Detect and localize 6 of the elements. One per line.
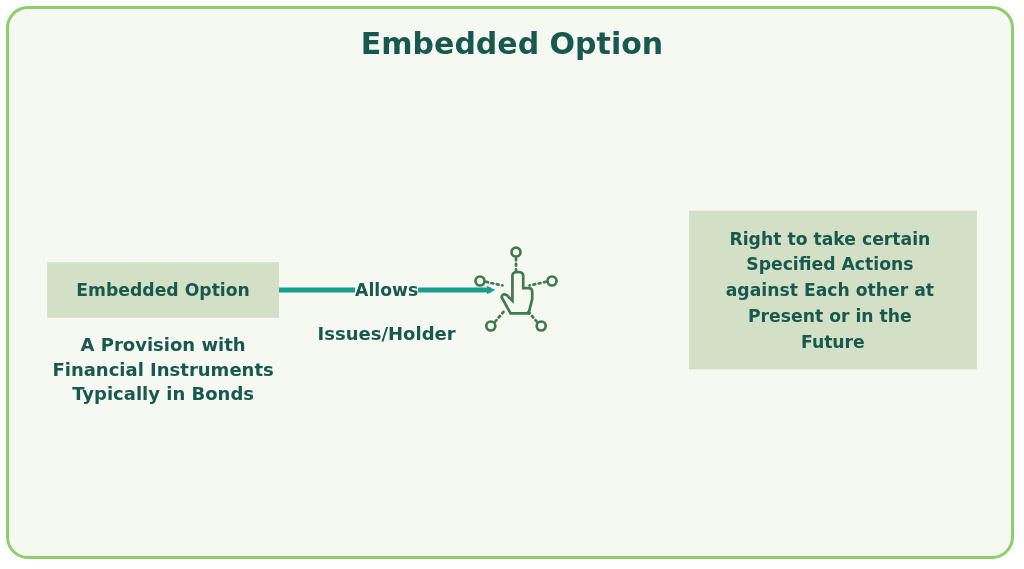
- title: Embedded Option: [359, 26, 665, 61]
- node-box: Embedded Option: [47, 262, 280, 318]
- node-caption: A Provision with Financial Instruments Typically in Bonds: [51, 333, 275, 406]
- edge-note: Issues/Holder: [316, 322, 457, 344]
- edge-label: Allows: [355, 279, 419, 301]
- node-box: Right to take certain Specified Actions against Each other at Present or in the Future: [688, 210, 977, 370]
